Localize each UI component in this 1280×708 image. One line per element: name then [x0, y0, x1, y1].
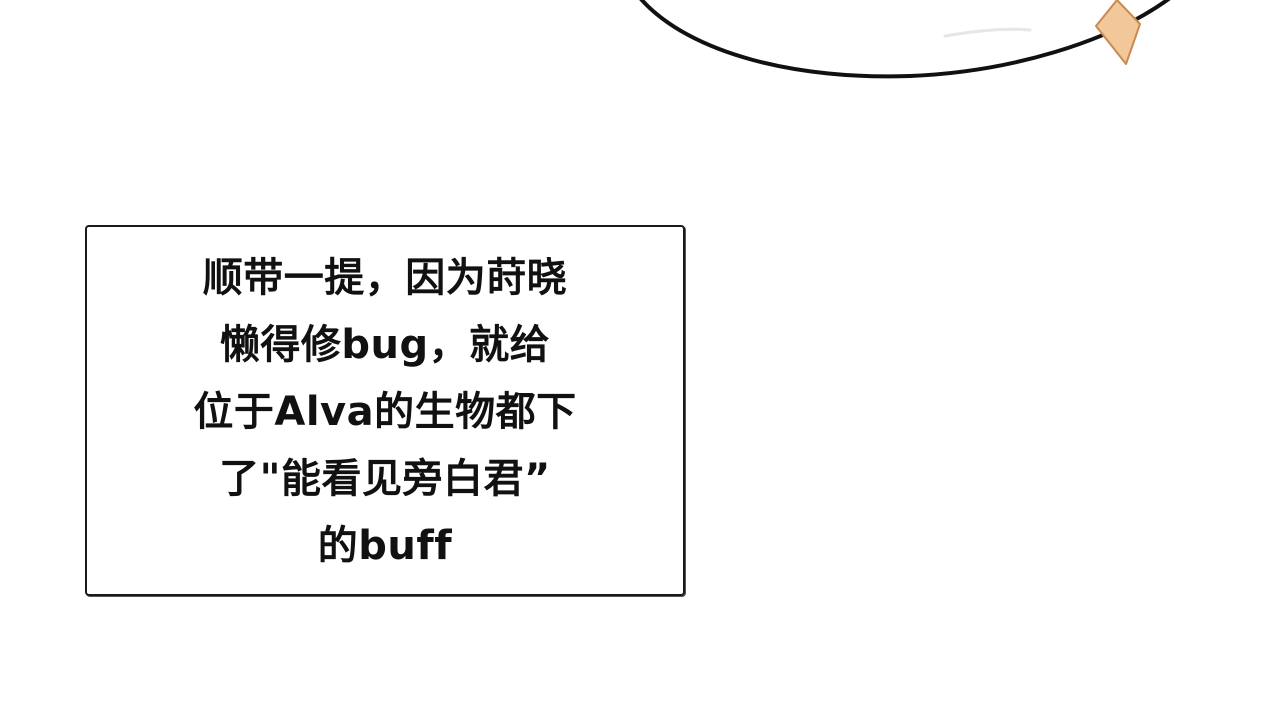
speech-bubble-shading	[943, 27, 1032, 38]
narration-box: 顺带一提，因为莳晓 懒得修bug，就给 位于Alva的生物都下 了"能看见旁白君…	[85, 225, 685, 596]
narration-line: 顺带一提，因为莳晓	[202, 255, 568, 301]
speech-bubble-outline	[639, 0, 1171, 79]
narration-line: 懒得修bug，就给	[219, 322, 551, 368]
narration-line: 的buff	[317, 523, 453, 569]
narration-line: 位于Alva的生物都下	[193, 389, 577, 435]
sparkle-diamond-icon	[1095, 0, 1141, 65]
narration-line: 了"能看见旁白君”	[219, 456, 551, 502]
